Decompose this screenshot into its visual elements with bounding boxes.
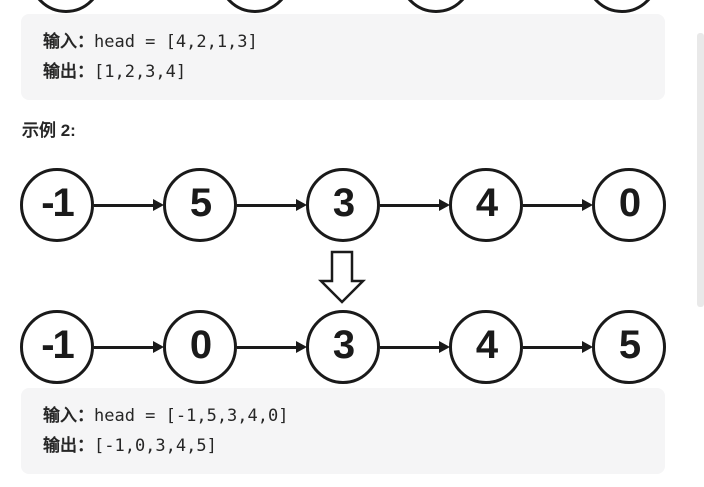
list-node: 3 — [306, 310, 380, 384]
example2-heading: 示例 2: — [22, 121, 76, 140]
list-node-partial — [399, 0, 473, 13]
list-node-partial — [29, 0, 103, 13]
list-node: -1 — [20, 310, 94, 384]
input-label: 输入： — [43, 406, 94, 426]
node-value: 4 — [475, 181, 498, 225]
list-node: 5 — [163, 168, 237, 242]
node-value: -1 — [41, 323, 75, 367]
scrollbar-thumb[interactable] — [697, 33, 704, 307]
output-label: 输出： — [43, 436, 94, 456]
node-value: -1 — [41, 181, 75, 225]
next-pointer-arrow-icon — [237, 341, 307, 353]
list-node: 5 — [592, 310, 666, 384]
example1-io-block: 输入：head = [4,2,1,3]输出：[1,2,3,4] — [21, 14, 665, 100]
example2-input-line: 输入：head = [-1,5,3,4,0] — [43, 401, 655, 431]
next-pointer-arrow-icon — [523, 341, 593, 353]
list-node: 0 — [163, 310, 237, 384]
list-node: 0 — [592, 168, 666, 242]
next-pointer-arrow-icon — [380, 341, 450, 353]
input-value: head = [-1,5,3,4,0] — [94, 406, 289, 426]
list-node: -1 — [20, 168, 94, 242]
input-value: head = [4,2,1,3] — [94, 32, 258, 52]
list-node: 4 — [449, 310, 523, 384]
node-value: 3 — [332, 323, 355, 367]
example1-output-line: 输出：[1,2,3,4] — [43, 57, 655, 87]
output-label: 输出： — [43, 62, 94, 82]
example2-io-block: 输入：head = [-1,5,3,4,0]输出：[-1,0,3,4,5] — [21, 388, 665, 474]
output-value: [1,2,3,4] — [94, 62, 187, 82]
node-value: 4 — [475, 323, 498, 367]
example1-diagram-partial — [0, 0, 704, 14]
node-value: 5 — [189, 181, 212, 225]
next-pointer-arrow-icon — [94, 199, 164, 211]
next-pointer-arrow-icon — [523, 199, 593, 211]
next-pointer-arrow-icon — [237, 199, 307, 211]
node-value: 0 — [618, 181, 641, 225]
example2-output-line: 输出：[-1,0,3,4,5] — [43, 431, 655, 461]
node-value: 0 — [189, 323, 212, 367]
output-value: [-1,0,3,4,5] — [94, 436, 217, 456]
list-node: 3 — [306, 168, 380, 242]
transform-arrow-icon — [317, 250, 367, 304]
example1-input-line: 输入：head = [4,2,1,3] — [43, 27, 655, 57]
node-value: 5 — [618, 323, 641, 367]
linked-list-before: -1 5 3 4 0 — [0, 168, 704, 242]
list-node-partial — [585, 0, 659, 13]
list-node: 4 — [449, 168, 523, 242]
input-label: 输入： — [43, 32, 94, 52]
node-value: 3 — [332, 181, 355, 225]
linked-list-after: -1 0 3 4 5 — [0, 310, 704, 384]
next-pointer-arrow-icon — [94, 341, 164, 353]
list-node-partial — [218, 0, 292, 13]
next-pointer-arrow-icon — [380, 199, 450, 211]
